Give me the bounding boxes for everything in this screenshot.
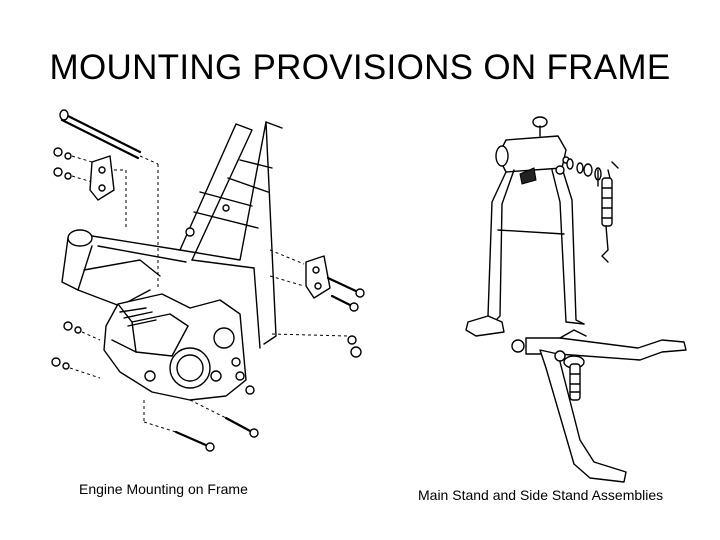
stand-assembly-diagram: [462, 110, 698, 488]
side-stand-icon: [511, 329, 687, 483]
main-stand-icon: [465, 135, 585, 337]
engine-bracket-icon: [89, 155, 115, 201]
lower-bolts-icon: [143, 371, 259, 452]
engine-mounting-caption: Engine Mounting on Frame: [79, 481, 248, 497]
main-stand-side-stand-diagram-icon: [465, 116, 687, 483]
engine-block-icon: [103, 293, 247, 401]
mounting-plate-icon: [269, 249, 365, 358]
frame-icon: [61, 121, 283, 349]
spacer-washers-icon: [566, 158, 602, 187]
nut-washer-set-icon: [51, 147, 101, 379]
stand-assemblies-caption: Main Stand and Side Stand Assemblies: [418, 487, 664, 503]
engine-frame-diagram: [40, 100, 370, 472]
through-bolt-icon: [59, 109, 159, 290]
engine-frame-exploded-diagram-icon: [51, 109, 365, 452]
return-spring-icon: [601, 161, 619, 263]
pivot-knob-icon: [532, 116, 548, 137]
slide-title: MOUNTING PROVISIONS ON FRAME: [49, 48, 671, 87]
